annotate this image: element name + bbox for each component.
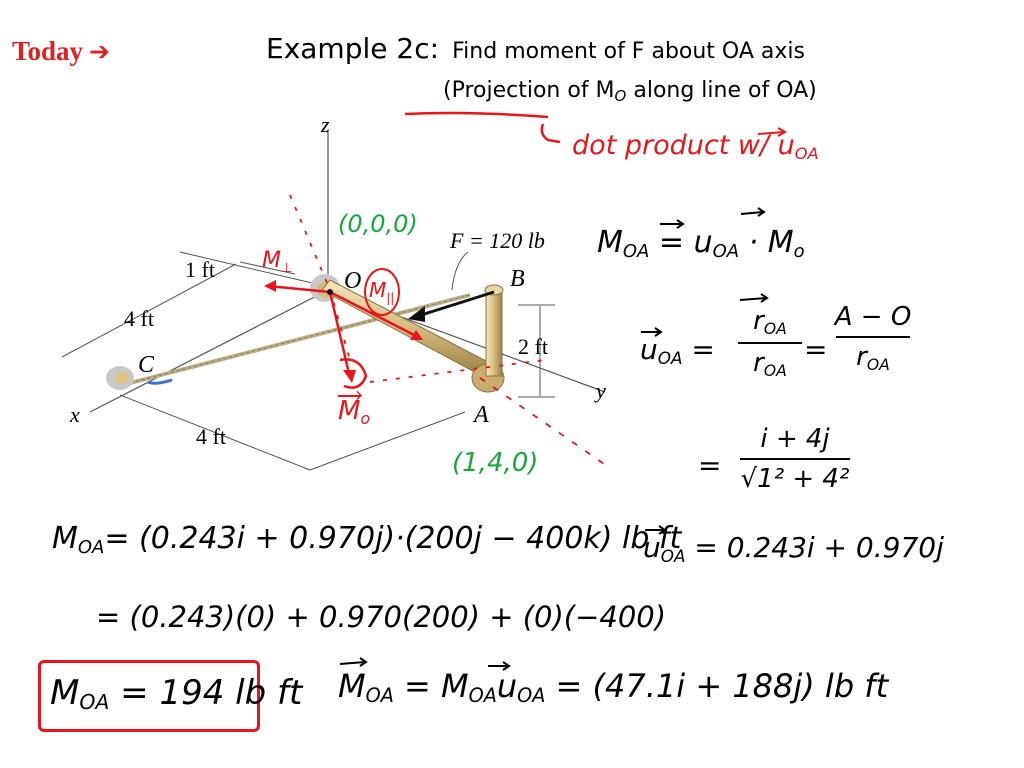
eq1-u-sub: OA — [712, 241, 740, 262]
point-label-a: A — [474, 402, 489, 428]
dimension-4ft-left: 4 ft — [124, 306, 154, 331]
eq1-mo-sub: o — [793, 241, 805, 262]
u-vector-arrow — [757, 127, 788, 137]
dot-product-text: dot product w/ u — [572, 130, 795, 161]
eq8-lhs-sub: OA — [365, 684, 394, 707]
eq1-mo: · M — [748, 225, 794, 260]
eq5-lhs-sub: OA — [77, 537, 105, 558]
eq2-den1-sub: OA — [763, 362, 787, 380]
eq8-mid: = M — [404, 667, 469, 705]
dot-product-subscript: OA — [794, 144, 819, 163]
axis-label-z: z — [321, 112, 330, 137]
m-parallel-subscript: || — [386, 291, 395, 305]
eq5-rhs: = (0.243i + 0.970j)·(200j − 400k) lb ft — [104, 521, 682, 556]
point-label-o: O — [344, 268, 362, 294]
eq2-den2-sub: OA — [866, 356, 890, 374]
eq2-num1-sub: OA — [763, 320, 787, 338]
eq3-den: 1² + 4² — [757, 464, 850, 494]
eq8-rhs: = (47.1i + 188j) lb ft — [555, 667, 889, 705]
fraction-unit-vector: i + 4j √1² + 4² — [740, 424, 850, 494]
eq7-rhs: = 194 lb ft — [120, 673, 303, 713]
slide-subtitle: (Projection of MO along line of OA) — [443, 78, 817, 105]
eq2-equals: = — [691, 333, 715, 366]
eq4-lhs-sub: OA — [660, 546, 686, 566]
point-label-c: C — [138, 352, 155, 378]
m-perp-letter: M — [262, 248, 281, 273]
m-o-letter: M — [338, 395, 361, 426]
projection-text-pre: (Projection of M — [443, 78, 615, 103]
today-link[interactable]: Today ➔ — [12, 36, 110, 67]
eq4-rhs: = 0.243i + 0.970j — [694, 531, 944, 564]
eq8-mid-sub: OA — [468, 684, 497, 707]
eq2-num2: A − O — [834, 302, 912, 332]
eq1-lhs: M — [597, 225, 623, 260]
eq8-u-sub: OA — [517, 684, 546, 707]
equation-equals-2: = — [804, 333, 828, 366]
fraction-a-minus-o: A − O rOA — [834, 302, 912, 374]
axis-label-y: y — [596, 378, 606, 403]
eq8-u: u — [496, 667, 518, 705]
eq2-num1: r — [753, 306, 764, 336]
dimension-1ft: 1 ft — [185, 257, 215, 282]
axis-label-x: x — [70, 402, 80, 427]
dimension-2ft: 2 ft — [518, 334, 548, 359]
m-perp-subscript: ⊥ — [280, 261, 293, 276]
eq4-lhs: u — [643, 531, 661, 564]
projection-text-post: along line of OA) — [626, 78, 817, 103]
eq2-lhs-sub: OA — [657, 348, 683, 368]
m-perp-label: M⊥ — [262, 248, 293, 276]
dimension-4ft-bottom: 4 ft — [196, 424, 226, 449]
task-text: Find moment of F about OA axis — [452, 39, 805, 64]
eq8-lhs: M — [338, 667, 366, 705]
equation-moa-expand: = (0.243)(0) + 0.970(200) + (0)(−400) — [96, 600, 667, 634]
m-o-subscript: o — [360, 410, 370, 428]
eq5-lhs: M — [52, 521, 78, 556]
eq3-root: √ — [740, 464, 758, 494]
origin-coordinates: (0,0,0) — [338, 210, 418, 238]
right-arrow-icon: ➔ — [89, 37, 110, 66]
example-label: Example 2c: — [266, 32, 440, 65]
eq7-lhs: M — [50, 673, 80, 713]
m-parallel-label: M|| — [369, 280, 394, 304]
equation-u-oa-lhs: uOA = — [640, 336, 715, 367]
m-parallel-letter: M — [369, 278, 387, 302]
eq3-num: i + 4j — [760, 424, 830, 454]
equation-u-oa-result: uOA = 0.243i + 0.970j — [643, 534, 944, 565]
slide-title: Example 2c: Find moment of F about OA ax… — [266, 32, 805, 65]
eq2-lhs: u — [640, 333, 658, 366]
dot-product-note: dot product w/ uOA — [572, 132, 819, 162]
eq2-den2: r — [856, 342, 867, 372]
eq1-lhs-sub: OA — [622, 241, 650, 262]
today-label: Today — [12, 36, 84, 66]
force-label: F = 120 lb — [450, 228, 545, 253]
answer-box — [38, 660, 260, 732]
eq7-lhs-sub: OA — [79, 690, 110, 714]
projection-subscript: O — [614, 87, 627, 105]
m-o-label: Mo — [338, 395, 370, 428]
equation-moa-dot: MOA= (0.243i + 0.970j)·(200j − 400k) lb … — [52, 524, 681, 557]
equation-moa-vector: MOA = MOAuOA = (47.1i + 188j) lb ft — [338, 670, 888, 705]
equation-moa-answer: MOA = 194 lb ft — [50, 676, 302, 712]
eq2-den1: r — [753, 348, 764, 378]
point-a-coordinates: (1,4,0) — [452, 448, 539, 478]
eq1-u: = u — [658, 225, 713, 260]
point-label-b: B — [510, 266, 525, 292]
fraction-r-over-r: rOA rOA — [738, 306, 802, 380]
equation-equals-3: = — [698, 449, 722, 482]
dimension-lines — [61, 251, 555, 471]
equation-moa-definition: MOA = uOA · Mo — [597, 228, 805, 261]
